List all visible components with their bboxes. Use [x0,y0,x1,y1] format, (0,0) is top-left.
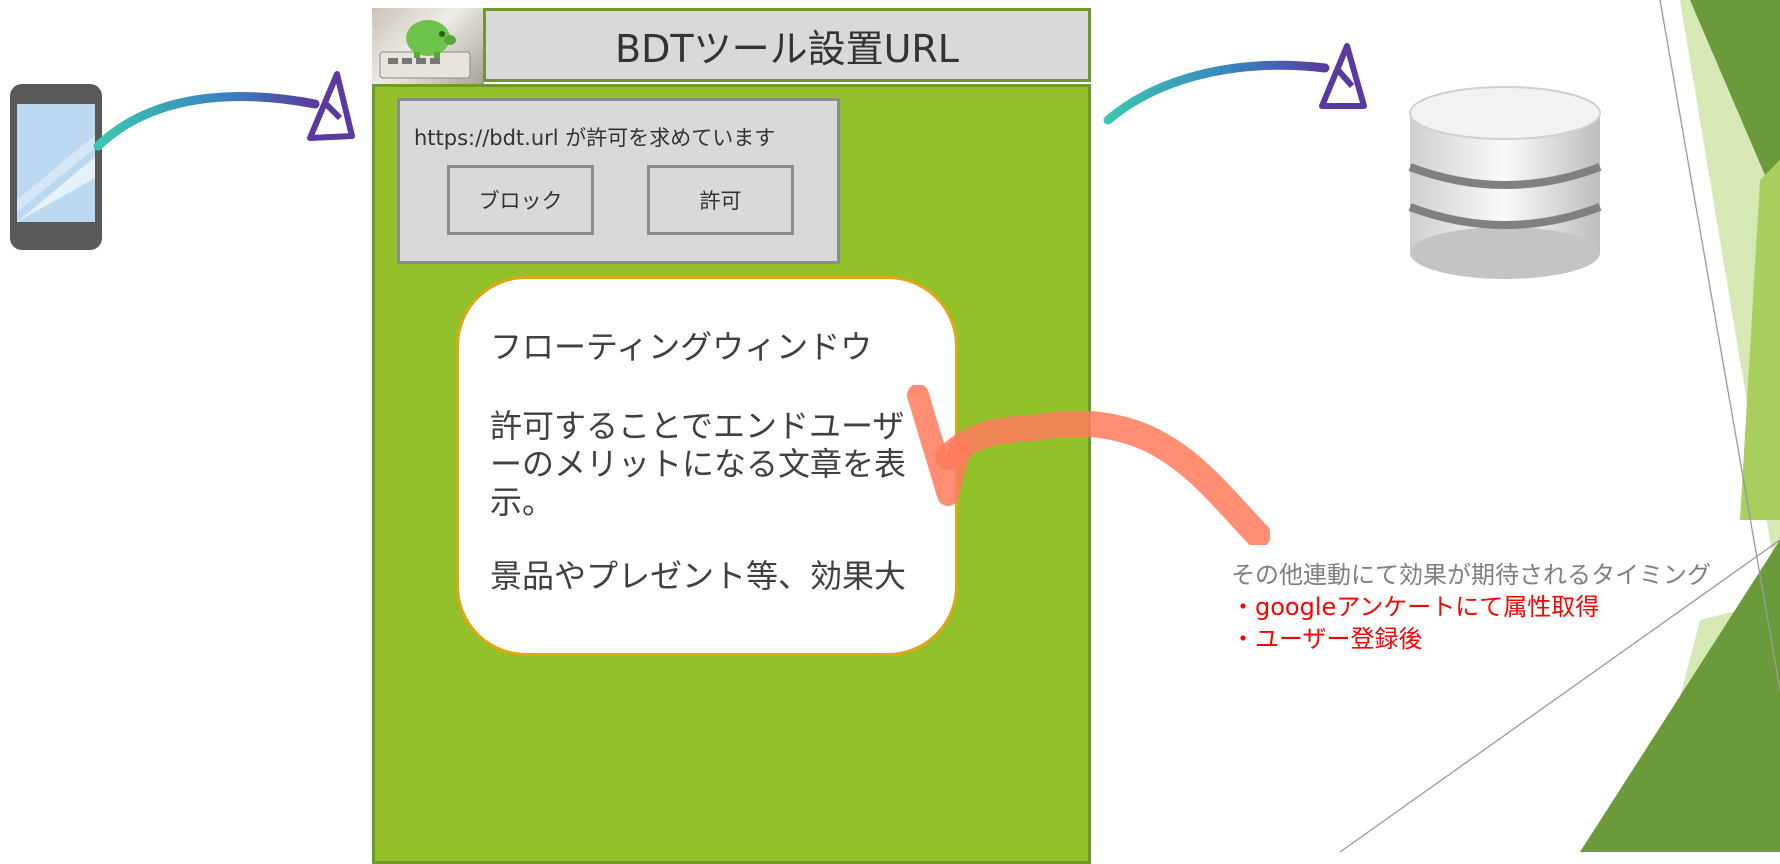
piggy-bank-icon [379,20,471,79]
allow-button[interactable]: 許可 [647,165,794,235]
floating-window-note: 景品やプレゼント等、効果大 [490,557,907,595]
timing-item: ・ユーザー登録後 [1231,625,1423,653]
timing-item: ・googleアンケートにて属性取得 [1231,593,1600,621]
deco-mid-green-shape [1740,160,1780,520]
database-icon [1408,86,1602,279]
smartphone-icon [10,84,102,250]
page-url-title: BDTツール設置URL [483,8,1091,82]
arrow-page-to-database [1103,43,1367,125]
permission-message: https://bdt.url が許可を求めています [414,126,776,150]
deco-line-1 [1659,0,1780,691]
deco-line-2 [1339,539,1780,852]
floating-window-body: 許可することでエンドユーザーのメリットになる文章を表示。 [490,407,907,521]
timing-caption: その他連動にて効果が期待されるタイミング [1231,561,1711,589]
block-button[interactable]: ブロック [447,165,594,235]
floating-window [456,276,958,656]
arrow-timing-to-floating [907,385,1270,545]
deco-dark-green-bottom [1580,540,1780,852]
floating-window-title: フローティングウィンドウ [490,328,873,366]
arrow-phone-to-page [93,71,355,151]
deco-dark-green-top [1690,0,1780,210]
piggy-bank-thumbnail [372,8,484,84]
